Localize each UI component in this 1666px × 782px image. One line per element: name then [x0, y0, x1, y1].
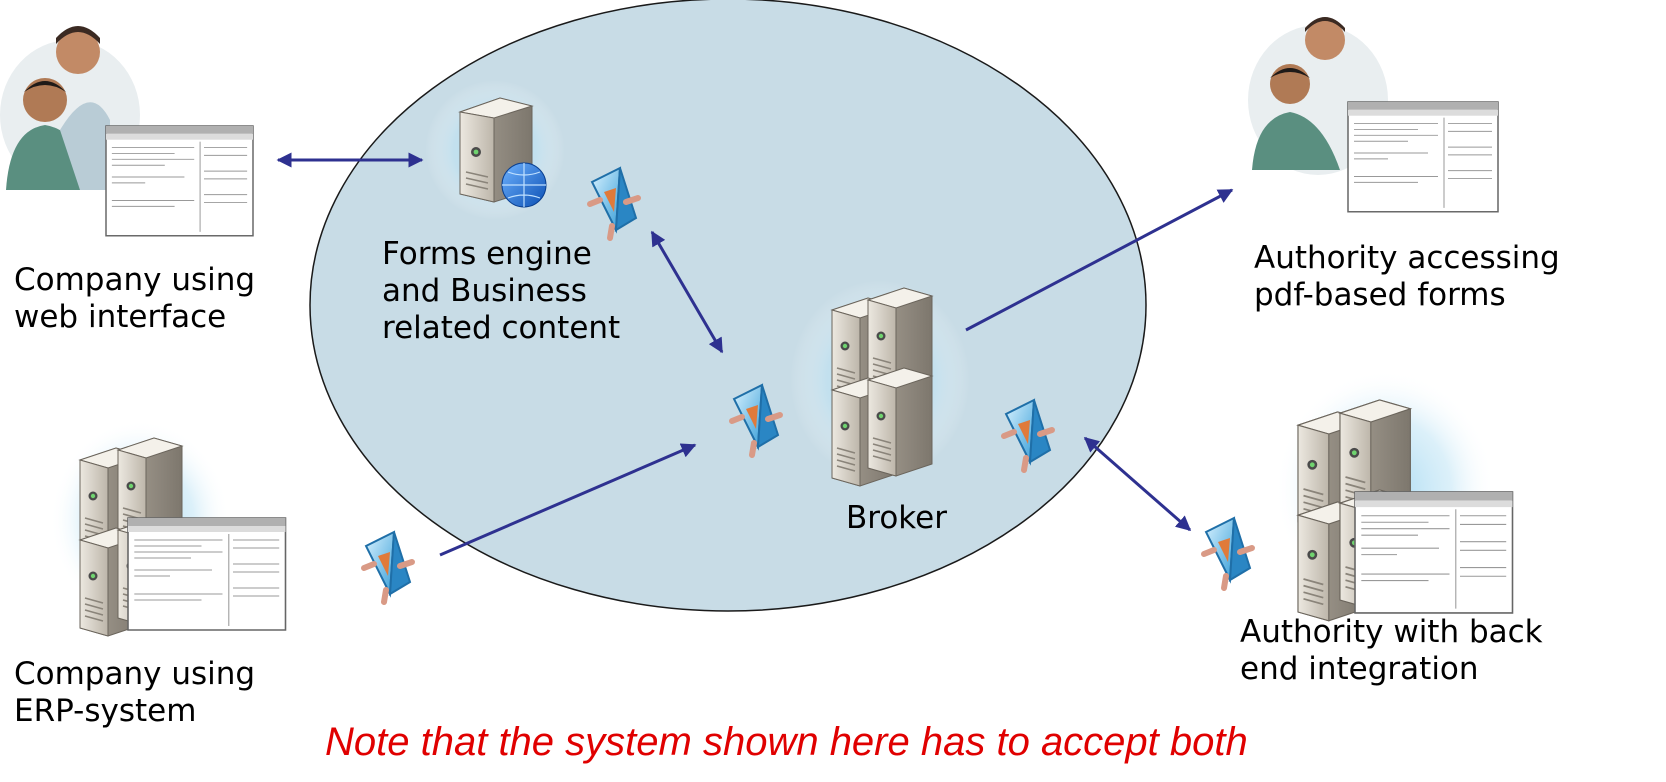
adapter-icon: [364, 532, 412, 602]
people-at-computer-icon: [1248, 17, 1499, 213]
arrow-broker-backend: [1083, 436, 1192, 532]
label-forms-engine: Forms engine and Business related conten…: [382, 236, 621, 346]
note-text: Note that the system shown here has to a…: [325, 720, 1248, 764]
broker-server-cluster-icon: [790, 280, 970, 487]
label-authority-pdf: Authority accessing pdf-based forms: [1254, 240, 1560, 313]
label-broker: Broker: [846, 500, 947, 536]
arrow-broker-pdf: [965, 188, 1234, 332]
arrow-forms-broker: [650, 230, 724, 354]
arrow-erp-broker: [439, 443, 697, 557]
erp-server-cluster-icon: [50, 420, 287, 637]
adapter-icon: [1204, 518, 1252, 588]
label-company-web: Company using web interface: [14, 262, 256, 335]
backend-server-cluster-icon: [1275, 370, 1514, 622]
label-authority-backend: Authority with back end integration: [1240, 614, 1543, 687]
label-company-erp: Company using ERP-system: [14, 656, 256, 729]
forms-engine-server-icon: [425, 80, 565, 220]
people-at-computer-icon: [0, 26, 254, 237]
